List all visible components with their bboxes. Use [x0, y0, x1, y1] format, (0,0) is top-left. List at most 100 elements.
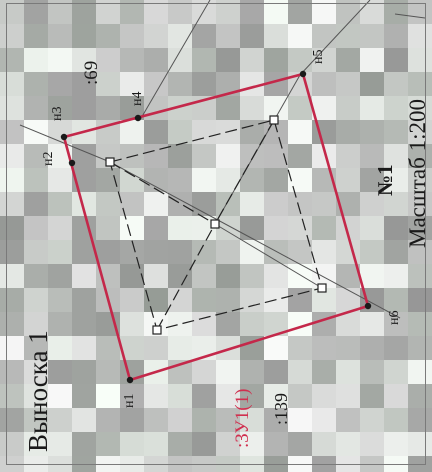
raster-tile [408, 240, 432, 264]
raster-tile [264, 408, 288, 432]
raster-tile [336, 360, 360, 384]
raster-tile [360, 312, 384, 336]
raster-tile [0, 432, 24, 456]
raster-tile [216, 144, 240, 168]
raster-tile [360, 432, 384, 456]
reference-line [109, 161, 401, 319]
raster-tile [144, 408, 168, 432]
zu-label: :ЗУ1(1) [232, 389, 253, 448]
raster-tile [48, 312, 72, 336]
raster-tile [168, 0, 192, 24]
raster-tile [336, 0, 360, 24]
raster-tile [336, 120, 360, 144]
raster-tile [240, 312, 264, 336]
raster-tile [24, 96, 48, 120]
raster-tile [312, 240, 336, 264]
raster-tile [408, 312, 432, 336]
raster-tile [96, 72, 120, 96]
raster-tile [72, 96, 96, 120]
raster-tile [288, 216, 312, 240]
raster-tile [240, 144, 264, 168]
raster-tile [360, 384, 384, 408]
raster-tile [0, 240, 24, 264]
raster-tile [240, 240, 264, 264]
raster-tile [24, 216, 48, 240]
raster-tile [264, 0, 288, 24]
raster-tile [192, 144, 216, 168]
raster-tile [120, 288, 144, 312]
raster-tile [384, 0, 408, 24]
raster-tile [48, 336, 72, 360]
raster-tile [168, 168, 192, 192]
raster-tile [24, 360, 48, 384]
point-n2-label: н2 [41, 152, 56, 167]
raster-tile [24, 264, 48, 288]
raster-tile [384, 168, 408, 192]
raster-tile [240, 288, 264, 312]
raster-tile [240, 360, 264, 384]
raster-tile [144, 384, 168, 408]
raster-tile [264, 384, 288, 408]
raster-tile [240, 24, 264, 48]
raster-tile [48, 120, 72, 144]
raster-tile [0, 408, 24, 432]
raster-tile [0, 312, 24, 336]
raster-tile [48, 240, 72, 264]
raster-tile [240, 192, 264, 216]
raster-tile [120, 24, 144, 48]
raster-tile [72, 384, 96, 408]
raster-tile [72, 360, 96, 384]
raster-tile [0, 264, 24, 288]
raster-tile [0, 144, 24, 168]
raster-tile [384, 24, 408, 48]
raster-tile [408, 120, 432, 144]
raster-tile [312, 360, 336, 384]
raster-tile [336, 96, 360, 120]
dashed-line [214, 119, 275, 225]
raster-tile [168, 72, 192, 96]
point-n6-label: н6 [387, 311, 402, 326]
raster-tile [72, 336, 96, 360]
raster-tile [96, 360, 120, 384]
raster-tile [336, 48, 360, 72]
raster-tile [144, 24, 168, 48]
raster-tile [120, 120, 144, 144]
raster-tile [384, 336, 408, 360]
raster-tile [336, 24, 360, 48]
raster-tile [24, 0, 48, 24]
point-n5-marker [299, 70, 307, 78]
raster-tile [360, 192, 384, 216]
raster-tile [0, 48, 24, 72]
raster-tile [408, 48, 432, 72]
raster-tile [144, 168, 168, 192]
raster-tile [264, 432, 288, 456]
callout-title: Выноска 1 [23, 330, 53, 452]
raster-tile [216, 24, 240, 48]
raster-tile [408, 216, 432, 240]
raster-tile [408, 72, 432, 96]
raster-tile [360, 96, 384, 120]
raster-tile [144, 432, 168, 456]
point-n1-label: н1 [122, 394, 137, 409]
raster-tile [384, 432, 408, 456]
raster-tile [384, 408, 408, 432]
raster-tile [192, 432, 216, 456]
point-n3-marker [60, 133, 68, 141]
raster-tile [264, 336, 288, 360]
point-n5-label: н5 [311, 50, 326, 65]
raster-tile [264, 192, 288, 216]
raster-tile [144, 336, 168, 360]
raster-tile [168, 312, 192, 336]
raster-tile [216, 0, 240, 24]
raster-tile [0, 96, 24, 120]
raster-tile [120, 384, 144, 408]
raster-tile [216, 432, 240, 456]
raster-tile [144, 192, 168, 216]
raster-tile [48, 264, 72, 288]
raster-tile [120, 216, 144, 240]
raster-tile [408, 288, 432, 312]
reference-line [394, 13, 426, 19]
raster-tile [240, 96, 264, 120]
